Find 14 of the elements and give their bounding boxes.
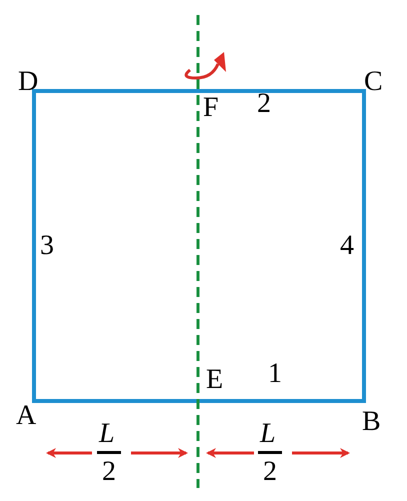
point-label: F [203,94,219,122]
side-number: 4 [340,232,354,260]
point-label: B [362,408,381,436]
point-label: A [16,402,36,430]
side-number: 1 [268,360,282,388]
side-number: 3 [40,232,54,260]
fraction-numerator: L [260,420,276,448]
fraction-numerator: L [99,420,115,448]
point-label: E [206,366,224,394]
fraction-denominator: 2 [102,458,116,486]
side-number: 2 [257,90,271,118]
point-label: D [18,68,38,96]
point-label: C [364,68,383,96]
fraction-denominator: 2 [263,458,277,486]
